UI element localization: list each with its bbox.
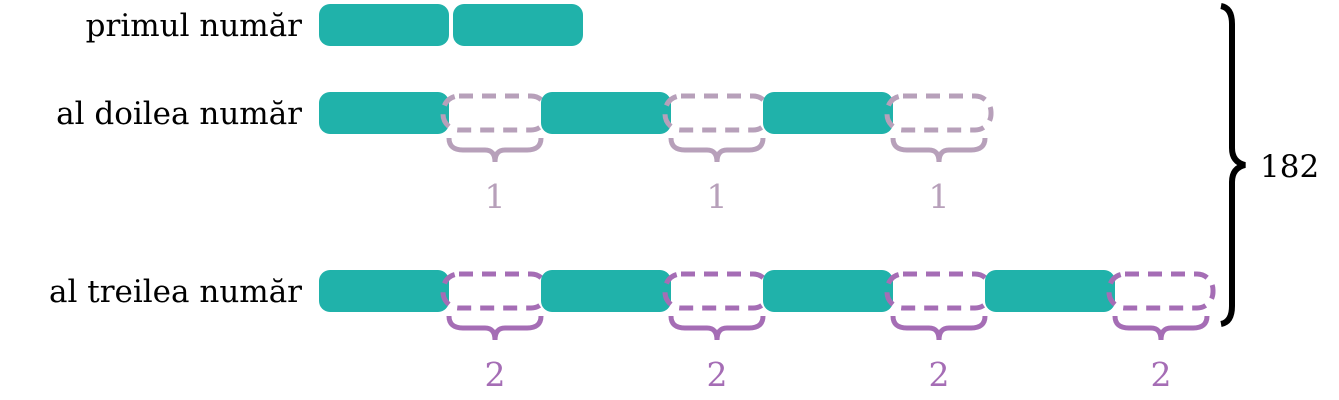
gap-brace-icon	[890, 315, 988, 341]
total-brace-icon	[1220, 3, 1246, 327]
gap-brace-icon	[668, 137, 766, 163]
bar-segment	[541, 270, 671, 312]
gap-brace-icon	[668, 315, 766, 341]
bar-segment	[985, 270, 1115, 312]
gap-brace-icon	[446, 315, 544, 341]
gap-label: 2	[929, 355, 950, 394]
bar-segment	[541, 92, 671, 134]
dashed-gap-segment	[884, 93, 994, 133]
gap-label: 1	[707, 177, 728, 216]
dashed-gap-segment	[662, 93, 772, 133]
gap-brace-icon	[1112, 315, 1210, 341]
gap-label: 2	[1151, 355, 1172, 394]
dashed-gap-segment	[1106, 271, 1216, 311]
gap-brace-icon	[890, 137, 988, 163]
gap-label: 2	[485, 355, 506, 394]
bar-segment	[763, 270, 893, 312]
row-label: al doilea număr	[56, 96, 302, 132]
dashed-gap-segment	[440, 271, 550, 311]
gap-brace-icon	[446, 137, 544, 163]
bar-segment	[319, 92, 449, 134]
bar-segment	[319, 4, 449, 46]
dashed-gap-segment	[662, 271, 772, 311]
gap-label: 1	[485, 177, 506, 216]
row-label: al treilea număr	[49, 274, 302, 310]
row-label: primul număr	[86, 8, 303, 44]
gap-label: 1	[929, 177, 950, 216]
bar-segment	[319, 270, 449, 312]
gap-label: 2	[707, 355, 728, 394]
dashed-gap-segment	[440, 93, 550, 133]
dashed-gap-segment	[884, 271, 994, 311]
total-value: 182	[1260, 149, 1319, 185]
bar-segment	[763, 92, 893, 134]
bar-segment	[453, 4, 583, 46]
